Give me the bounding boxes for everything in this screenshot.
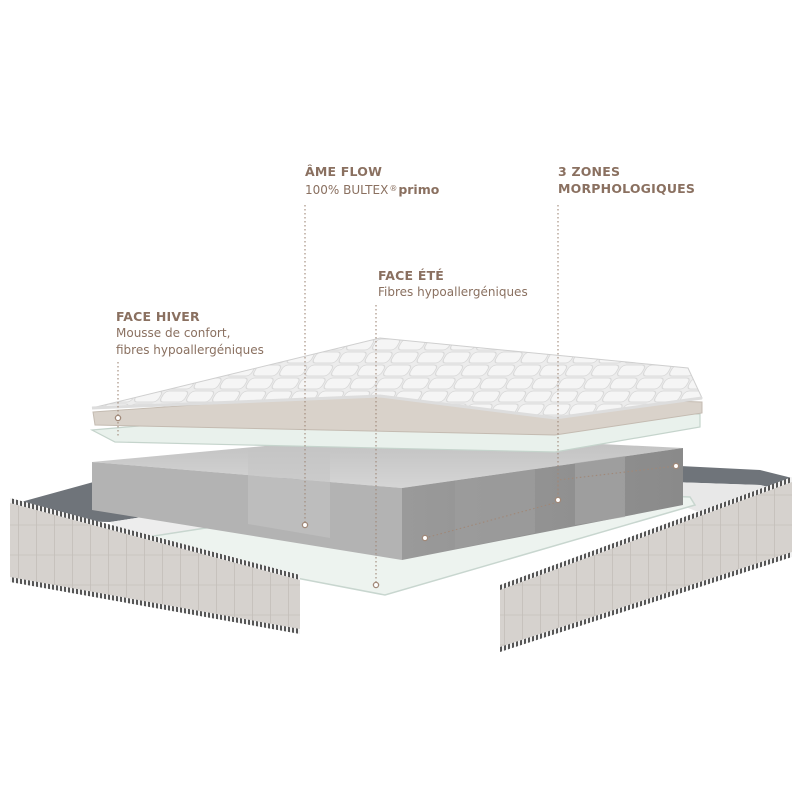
callout-face-hiver-desc-line2: fibres hypoallergéniques bbox=[116, 343, 264, 357]
callout-zones-title-line1: 3 ZONES bbox=[558, 164, 621, 179]
cover-wall-right-stitch-top bbox=[500, 477, 792, 590]
callout-zones: 3 ZONES MORPHOLOGIQUES bbox=[558, 163, 695, 197]
zone-band-2 bbox=[455, 469, 535, 549]
quilted-top-edge bbox=[91, 394, 703, 420]
callout-face-ete: FACE ÉTÉ Fibres hypoallergéniques bbox=[378, 267, 528, 301]
callout-ame-flow-desc-prefix: 100% BULTEX bbox=[305, 183, 389, 197]
registered-mark: ® bbox=[389, 184, 398, 193]
leader-zones-horizontal bbox=[557, 465, 677, 498]
cover-wall-left-stitch-top bbox=[10, 498, 300, 580]
callout-ame-flow-title: ÂME FLOW bbox=[305, 164, 383, 179]
zone-band-1 bbox=[248, 441, 330, 538]
callout-zones-title-line2: MORPHOLOGIQUES bbox=[558, 181, 696, 196]
marker-ame-flow bbox=[301, 521, 309, 529]
marker-zones-3 bbox=[672, 462, 680, 470]
cover-wall-left bbox=[10, 500, 300, 632]
marker-face-ete bbox=[372, 581, 380, 589]
callout-face-ete-title: FACE ÉTÉ bbox=[378, 268, 445, 283]
callout-face-hiver-desc-line1: Mousse de confort, bbox=[116, 326, 231, 340]
callout-ame-flow-brand: primo bbox=[398, 182, 440, 197]
callout-face-ete-desc: Fibres hypoallergéniques bbox=[378, 285, 528, 299]
cover-wall-left-stitch-bottom bbox=[10, 577, 300, 634]
marker-zones-2 bbox=[554, 496, 562, 504]
callout-ame-flow-desc: 100% BULTEX®primo bbox=[305, 180, 439, 199]
callout-face-hiver-title: FACE HIVER bbox=[116, 309, 200, 324]
cover-wall-right bbox=[500, 480, 792, 650]
callout-ame-flow: ÂME FLOW 100% BULTEX®primo bbox=[305, 163, 439, 199]
leader-zones-front bbox=[424, 501, 559, 539]
zone-band-3 bbox=[575, 456, 625, 525]
cover-wall-right-stitch-bottom bbox=[500, 552, 792, 652]
cover-back-wall-right bbox=[660, 465, 792, 492]
marker-zones-1 bbox=[421, 534, 429, 542]
marker-face-hiver bbox=[114, 414, 122, 422]
callout-face-hiver: FACE HIVER Mousse de confort, fibres hyp… bbox=[116, 308, 264, 359]
